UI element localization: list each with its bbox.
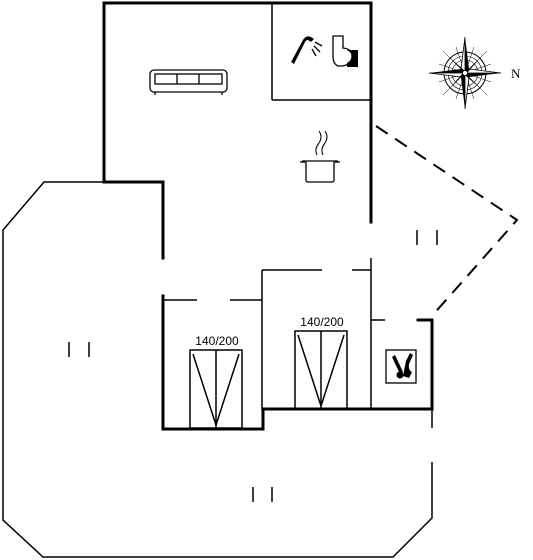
- window-marker-icon: [416, 230, 438, 245]
- window-marker-icon: [68, 342, 90, 357]
- covered-terrace-dashed: [375, 125, 519, 318]
- shower-icon: [291, 36, 323, 64]
- sofa-icon: [149, 69, 228, 95]
- compass-rose-icon: [428, 36, 502, 110]
- terrace-outline: [2, 181, 433, 558]
- window-marker-icon: [252, 487, 273, 502]
- bed-size-label-left: 140/200: [195, 334, 239, 348]
- bed-icon: [189, 349, 243, 429]
- bed-size-label-right: 140/200: [300, 315, 344, 329]
- sauna-icon: [385, 349, 417, 384]
- toilet-icon: [332, 35, 358, 67]
- bed-icon: [294, 330, 348, 410]
- wall-bedroom-left-bottom: [161, 294, 434, 431]
- wall-main-outer: [102, 1, 373, 260]
- compass-north-label: N: [511, 66, 521, 81]
- cooking-pot-icon: [300, 130, 340, 183]
